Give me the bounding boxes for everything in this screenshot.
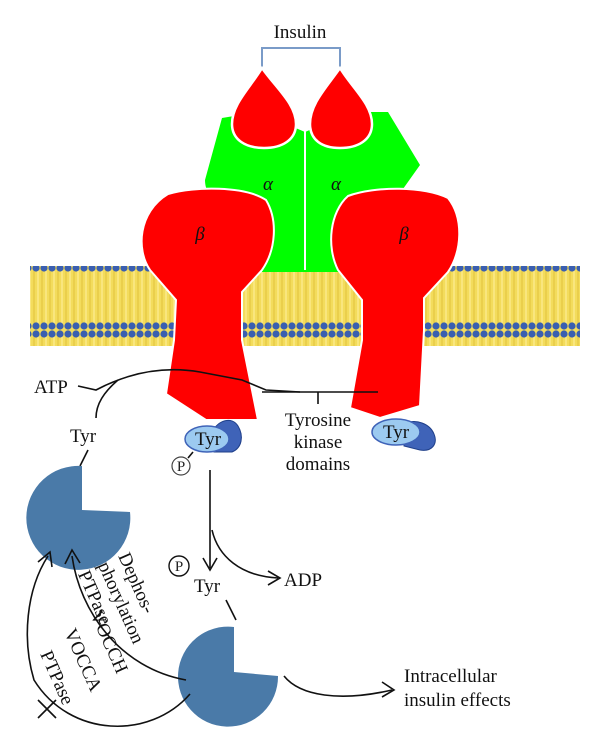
tk-label-line1: Tyrosine [285, 410, 351, 431]
beta-subunit-right [330, 187, 461, 420]
tyr-center-label: Tyr [195, 429, 222, 450]
adp-arrow [211, 529, 279, 579]
tk-label-line3: domains [286, 454, 350, 475]
tyr-left-link [79, 449, 89, 467]
ptpase-arrowhead [37, 550, 53, 568]
atp-label: ATP [34, 377, 68, 398]
beta-label-right: β [398, 224, 409, 245]
adp-arrowhead [267, 570, 282, 586]
tyr-lower-label: Tyr [194, 576, 221, 597]
dephos-arrowhead [64, 548, 81, 565]
tyr-right-label: Tyr [383, 422, 410, 443]
beta-subunit-left [140, 187, 275, 421]
p-center-link [187, 451, 194, 459]
ptpase-arc [26, 555, 191, 728]
tyr-left-label: Tyr [70, 426, 97, 447]
intracellular-label-line2: insulin effects [404, 690, 511, 711]
tyr-blob-center [184, 425, 230, 453]
inhibition-cross [37, 699, 57, 719]
alpha-subunit-left [205, 112, 305, 272]
atp-to-tyr-left [95, 379, 119, 419]
beta-label-left: β [194, 224, 205, 245]
effects-arrowhead [381, 681, 396, 698]
dephos-arc [71, 555, 187, 681]
pacman-lower [178, 626, 279, 727]
pacman-upper [26, 465, 131, 570]
effects-arrow [283, 675, 393, 697]
p-center-label: P [177, 459, 185, 475]
tyr-lower-link [225, 599, 237, 621]
tyr-blob-right [371, 418, 421, 446]
tk-domain-bracket [262, 391, 378, 404]
insulin-drop-right [308, 65, 374, 150]
alpha-label-right: α [331, 174, 342, 195]
alpha-label-left: α [263, 174, 274, 195]
atp-arc [77, 368, 301, 393]
insulin-bracket [261, 47, 341, 72]
insulin-label: Insulin [274, 22, 327, 43]
adp-label: ADP [284, 570, 322, 591]
intracellular-label-line1: Intracellular [404, 666, 498, 687]
insulin-drop-left [230, 65, 298, 150]
tk-label-line2: kinase [294, 432, 343, 453]
p-lower-label: P [175, 559, 183, 575]
center-down-arrowhead [202, 557, 218, 572]
phosphate-lower [168, 555, 190, 577]
cell-membrane [30, 266, 580, 346]
phosphate-center [171, 456, 191, 476]
